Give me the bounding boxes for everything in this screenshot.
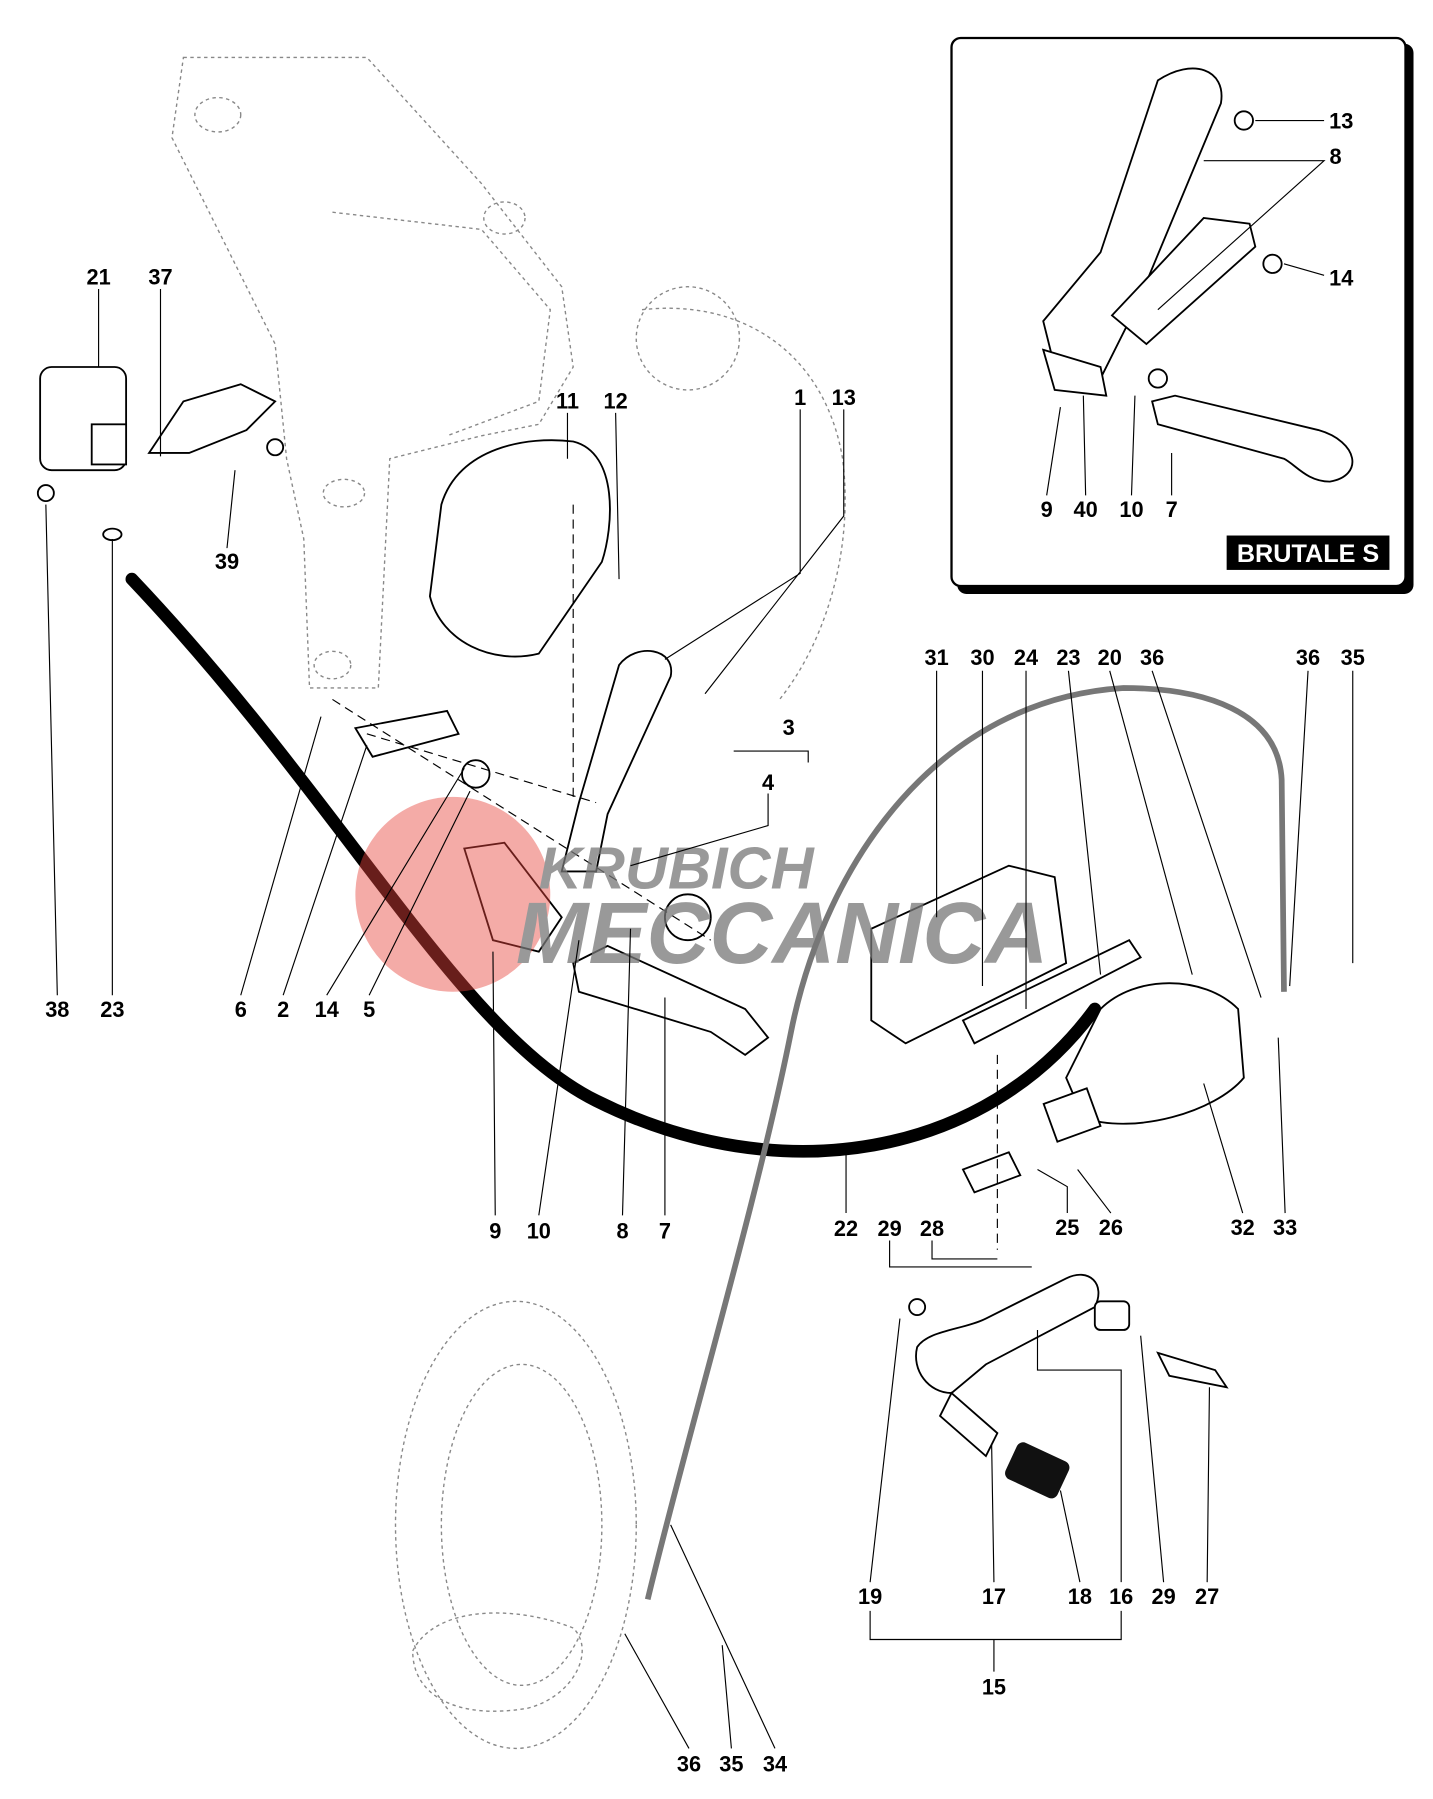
- part-label: 4: [762, 770, 774, 795]
- part-label: 28: [920, 1216, 944, 1241]
- rear-brake-disc: [394, 1300, 637, 1750]
- part-label: 10: [527, 1218, 551, 1243]
- part-label: 12: [604, 388, 628, 413]
- part-number-labels: 21 37 39 38 23 6 2 14 5 11 12 1 13 3 4 9…: [45, 264, 1365, 1776]
- frame-outline: [171, 56, 846, 700]
- part-label: 2: [277, 997, 289, 1022]
- part-label: 16: [1109, 1584, 1133, 1609]
- part-label: 27: [1195, 1584, 1219, 1609]
- part-label: 15: [982, 1675, 1006, 1700]
- part-label: 34: [763, 1751, 787, 1776]
- part-label: 8: [1330, 144, 1342, 169]
- part-label: 39: [215, 549, 239, 574]
- part-label: 10: [1119, 497, 1143, 522]
- part-label: 11: [556, 388, 579, 413]
- heel-guard: [428, 439, 611, 658]
- part-label: 35: [719, 1751, 743, 1776]
- part-label: 22: [834, 1216, 858, 1241]
- part-label: 19: [858, 1584, 882, 1609]
- watermark-logo: KRUBICH MECCANICA: [355, 796, 1048, 992]
- part-label: 14: [1329, 266, 1353, 291]
- footrest-assembly: [353, 650, 770, 1056]
- part-label: 30: [970, 645, 994, 670]
- part-label: 23: [1056, 645, 1080, 670]
- part-label: 24: [1014, 645, 1038, 670]
- part-label: 36: [1140, 645, 1164, 670]
- part-label: 14: [315, 997, 339, 1022]
- brake-pedal-assembly: [908, 1273, 1229, 1499]
- part-label: 38: [45, 997, 69, 1022]
- part-label: 23: [100, 997, 124, 1022]
- part-label: 17: [982, 1584, 1006, 1609]
- part-label: 31: [924, 645, 948, 670]
- part-label: 5: [363, 997, 375, 1022]
- part-label: 7: [659, 1218, 671, 1243]
- rear-master-cylinder: [961, 939, 1245, 1194]
- part-label: 9: [489, 1218, 501, 1243]
- part-label: 33: [1273, 1215, 1297, 1240]
- part-label: 3: [783, 715, 795, 740]
- leader-lines: [45, 289, 1354, 1749]
- braided-brake-line: [644, 685, 1287, 1601]
- part-label: 29: [1151, 1584, 1175, 1609]
- part-label: 36: [1296, 645, 1320, 670]
- part-label: 29: [877, 1216, 901, 1241]
- part-label: 35: [1341, 645, 1365, 670]
- heat-shield-plate: [870, 864, 1068, 1045]
- part-label: 40: [1074, 497, 1098, 522]
- part-label: 37: [148, 264, 172, 289]
- inset-title: BRUTALE S: [1237, 540, 1379, 568]
- part-label: 36: [677, 1751, 701, 1776]
- part-label: 13: [1329, 109, 1353, 134]
- part-label: 26: [1099, 1215, 1123, 1240]
- svg-text:MECCANICA: MECCANICA: [516, 885, 1048, 982]
- part-label: 6: [235, 997, 247, 1022]
- part-label: 13: [832, 385, 856, 410]
- part-label: 18: [1068, 1584, 1092, 1609]
- svg-text:KRUBICH: KRUBICH: [539, 835, 816, 902]
- part-label: 9: [1041, 497, 1053, 522]
- part-label: 21: [86, 264, 110, 289]
- part-label: 1: [794, 385, 806, 410]
- part-label: 8: [616, 1218, 628, 1243]
- brake-hose: [125, 572, 1102, 1158]
- part-label: 7: [1166, 497, 1178, 522]
- part-label: 20: [1098, 645, 1122, 670]
- brutale-s-inset: 13 8 14 9 40 10 7 BRUTALE S: [950, 36, 1414, 594]
- part-label: 25: [1055, 1215, 1079, 1240]
- part-label: 32: [1231, 1215, 1255, 1240]
